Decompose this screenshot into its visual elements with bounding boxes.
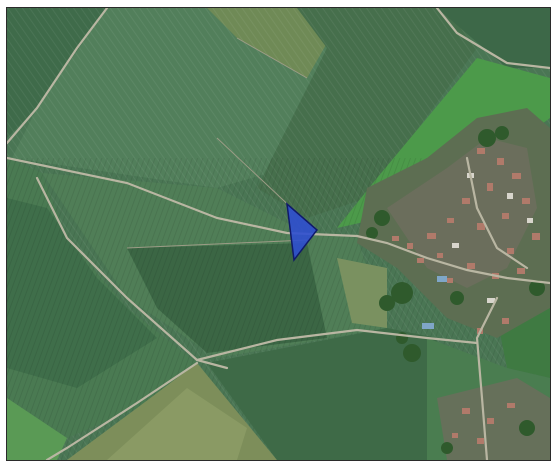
road-village-main	[355, 234, 550, 285]
satellite-map[interactable]	[7, 8, 550, 460]
map-viewport[interactable]	[6, 7, 551, 461]
south-village	[437, 378, 550, 460]
field-tracks	[126, 37, 308, 249]
village-blue-roofs	[422, 276, 447, 329]
road-west-south	[35, 176, 229, 370]
triangle-marker-icon[interactable]	[286, 202, 319, 262]
road-northeast	[435, 8, 550, 70]
road-north-diagonal	[7, 8, 109, 145]
road-south	[195, 328, 479, 362]
road-village-inner	[465, 156, 529, 270]
field-southwest-green	[7, 398, 67, 460]
field-small-tan	[337, 258, 387, 328]
field-northeast	[437, 8, 550, 68]
road-east-vertical	[475, 296, 499, 460]
field-south-center	[207, 328, 437, 460]
field-south-tan-2	[107, 388, 247, 460]
road-southwest	[45, 361, 199, 460]
